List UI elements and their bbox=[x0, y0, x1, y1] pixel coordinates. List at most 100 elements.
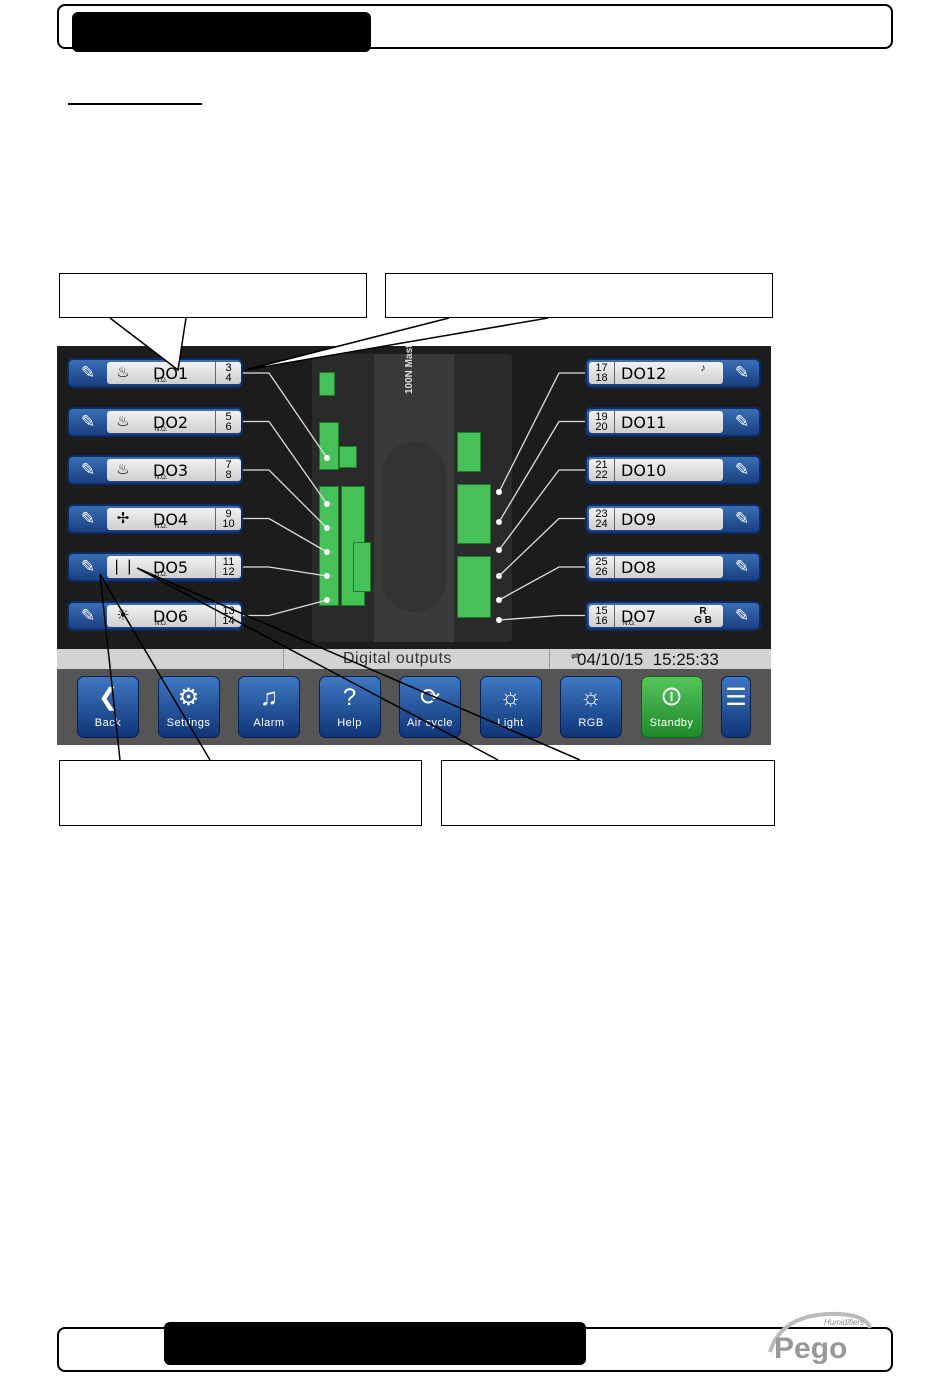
edit-pencil-icon[interactable]: ✎ bbox=[80, 605, 96, 625]
output-label: DO3 bbox=[153, 461, 189, 480]
edit-pencil-icon[interactable]: ✎ bbox=[80, 363, 96, 382]
wire-line bbox=[498, 469, 585, 551]
wire-endpoint bbox=[496, 489, 502, 495]
wire-line bbox=[498, 372, 585, 493]
output-label: DO8 bbox=[621, 558, 657, 577]
output-label: DO9 bbox=[621, 509, 657, 529]
wire-endpoint bbox=[496, 547, 502, 553]
callout-top-right bbox=[385, 273, 773, 318]
output-contact-type: N.O. bbox=[155, 426, 168, 433]
flame-icon: ♨ bbox=[116, 412, 130, 430]
svg-text:Humidifiers: Humidifiers bbox=[824, 1318, 864, 1327]
screen-title: Digital outputs bbox=[343, 650, 452, 667]
wire-line bbox=[243, 469, 328, 529]
toolbar-button-label: RGB bbox=[578, 717, 604, 729]
gears-icon: ⚙ bbox=[177, 684, 200, 711]
output-label: DO2 bbox=[153, 412, 189, 432]
edit-pencil-icon[interactable]: ✎ bbox=[734, 557, 750, 576]
wire-endpoint bbox=[324, 573, 330, 579]
wire-endpoint bbox=[496, 617, 502, 623]
output-contact-type: N.O. bbox=[155, 523, 168, 530]
fan-icon: ✢ bbox=[116, 509, 130, 527]
toolbar-button-light[interactable]: ☼ Light bbox=[479, 676, 542, 738]
bottom-toolbar: ❮ Back ⚙ Settings ♫ Alarm? Help ⟳ Air cycle ☼ Ligh… bbox=[57, 669, 771, 745]
wire-endpoint bbox=[496, 573, 502, 579]
toolbar-button-standby[interactable]: ⏼Standby bbox=[640, 676, 703, 738]
toolbar-button-label: Standby bbox=[649, 717, 694, 729]
edit-pencil-icon[interactable]: ✎ bbox=[734, 605, 750, 625]
output-contact-type: N.O. bbox=[155, 378, 168, 384]
toolbar-button-rgb[interactable]: ☼RGB bbox=[560, 676, 622, 738]
air-cycle-icon: ⟳ bbox=[419, 684, 441, 711]
output-label: DO12 bbox=[621, 364, 667, 383]
wire-line bbox=[243, 420, 328, 505]
wire-endpoint bbox=[324, 549, 330, 555]
back-arrow-icon: ❮ bbox=[97, 684, 119, 711]
status-date: 04/10/15 bbox=[577, 650, 644, 669]
status-datetime: 04/10/15 15:25:33 bbox=[577, 650, 719, 670]
section-underline bbox=[68, 103, 202, 105]
help-icon: ? bbox=[342, 684, 357, 711]
menu-icon: ☰ bbox=[725, 684, 747, 711]
edit-pencil-icon[interactable]: ✎ bbox=[80, 460, 96, 479]
wire-endpoint bbox=[496, 597, 502, 603]
toolbar-button-settings[interactable]: ⚙ Settings bbox=[157, 676, 220, 738]
wire-line bbox=[498, 614, 585, 621]
toolbar-button-air-cycle[interactable]: ⟳ Air cycle bbox=[399, 676, 461, 738]
edit-pencil-icon[interactable]: ✎ bbox=[734, 460, 750, 479]
toolbar-button-label: Air cycle bbox=[406, 717, 454, 729]
light-icon: ☼ bbox=[499, 684, 522, 711]
wire-line bbox=[243, 566, 328, 577]
edit-pencil-icon[interactable]: ✎ bbox=[734, 411, 750, 431]
toolbar-button-alarm[interactable]: ♫ Alarm bbox=[238, 676, 300, 738]
drops-icon: ❘❘ bbox=[110, 558, 136, 575]
edit-pencil-icon[interactable]: ✎ bbox=[80, 411, 96, 431]
status-time: 15:25:33 bbox=[652, 650, 719, 669]
wire-line bbox=[498, 517, 585, 577]
toolbar-button-label: Help bbox=[337, 717, 362, 729]
terminal-block bbox=[457, 484, 491, 544]
callout-top-left bbox=[59, 273, 367, 318]
edit-pencil-icon[interactable]: ✎ bbox=[734, 508, 750, 528]
terminal-block bbox=[319, 372, 335, 396]
terminal-block bbox=[339, 446, 357, 468]
edit-pencil-icon[interactable]: ✎ bbox=[80, 557, 96, 576]
wire-endpoint bbox=[496, 519, 502, 525]
svg-text:Pego: Pego bbox=[774, 1332, 847, 1365]
edit-pencil-icon[interactable]: ✎ bbox=[80, 508, 96, 528]
toolbar-button-back[interactable]: ❮ Back bbox=[77, 676, 139, 738]
toolbar-button-label: Back bbox=[94, 717, 122, 729]
toolbar-button-label: Settings bbox=[166, 717, 211, 729]
toolbar-button-help[interactable]: ? Help bbox=[318, 676, 381, 738]
toolbar-button-label: Alarm bbox=[253, 717, 285, 729]
toolbar-button-label: Light bbox=[497, 717, 524, 729]
wire-endpoint bbox=[324, 597, 330, 603]
output-label: DO7 bbox=[621, 606, 657, 626]
wire-endpoint bbox=[324, 455, 330, 461]
output-label: DO10 bbox=[621, 461, 667, 480]
callout-bottom-right bbox=[441, 760, 775, 826]
alarm-bell-icon: ♫ bbox=[260, 684, 278, 711]
toolbar-button-menu[interactable]: ☰ bbox=[721, 676, 751, 738]
flame-icon: ♨ bbox=[116, 461, 130, 478]
edit-pencil-icon[interactable]: ✎ bbox=[734, 363, 750, 382]
terminal-block bbox=[457, 432, 481, 472]
callout-bottom-left bbox=[59, 760, 422, 826]
status-bar: Digital outputs ⇌ 04/10/15 15:25:33 bbox=[57, 649, 771, 669]
output-contact-type: N.O. bbox=[623, 620, 636, 627]
wire-line bbox=[243, 372, 328, 459]
wire-line bbox=[498, 566, 585, 601]
